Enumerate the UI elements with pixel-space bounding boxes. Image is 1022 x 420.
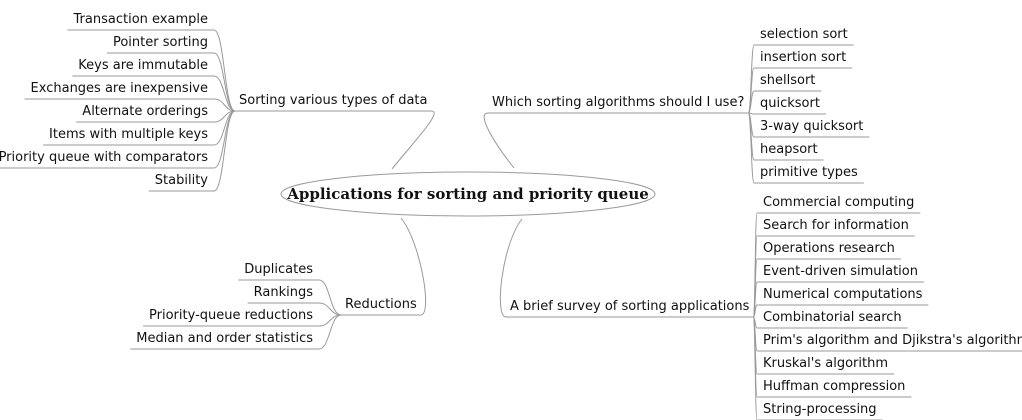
leaf-pointer-sorting[interactable]: Pointer sorting [112, 35, 208, 50]
branch-reductions-to-center [400, 217, 427, 316]
leaf-huffman-compression[interactable]: Huffman compression [763, 379, 906, 394]
leaf-search-information[interactable]: Search for information [763, 218, 909, 233]
leaf-combinatorial-search[interactable]: Combinatorial search [763, 310, 902, 325]
leaf-selection-sort[interactable]: selection sort [760, 27, 848, 42]
leaf-numerical-computations[interactable]: Numerical computations [763, 287, 923, 302]
leaf-primitive-types[interactable]: primitive types [760, 165, 858, 180]
leaf-event-driven-simulation[interactable]: Event-driven simulation [763, 264, 918, 279]
leaf-pointer-sorting-connector [213, 52, 236, 112]
central-node-outline [280, 171, 656, 217]
leaf-shellsort[interactable]: shellsort [760, 73, 816, 88]
leaf-operations-research[interactable]: Operations research [763, 241, 895, 256]
leaf-priority-queue-reductions[interactable]: Priority-queue reductions [149, 308, 313, 323]
branch-sorting-data[interactable]: Sorting various types of data [239, 93, 428, 108]
leaf-median-order-statistics[interactable]: Median and order statistics [136, 331, 313, 346]
leaf-heapsort[interactable]: heapsort [760, 142, 818, 157]
leaf-alternate-orderings[interactable]: Alternate orderings [82, 104, 208, 119]
leaf-rankings-connector [318, 302, 342, 316]
leaf-stability[interactable]: Stability [154, 173, 208, 188]
leaf-string-processing[interactable]: String-processing [763, 402, 877, 417]
leaf-transaction-example[interactable]: Transaction example [73, 12, 208, 27]
branch-sorting-data-to-center [391, 110, 435, 170]
leaf-primitive-types-connector [747, 112, 755, 184]
leaf-exchanges-inexpensive[interactable]: Exchanges are inexpensive [30, 81, 208, 96]
branch-which-algorithms-to-center [483, 112, 515, 169]
leaf-keys-immutable[interactable]: Keys are immutable [78, 58, 208, 73]
leaf-commercial-computing[interactable]: Commercial computing [763, 195, 915, 210]
leaf-shellsort-connector [747, 90, 755, 114]
leaf-priority-queue-comparators[interactable]: Priority queue with comparators [0, 150, 208, 165]
leaf-quicksort[interactable]: quicksort [760, 96, 820, 111]
leaf-stability-connector [213, 110, 236, 192]
leaf-keys-immutable-connector [213, 75, 236, 112]
leaf-duplicates[interactable]: Duplicates [244, 262, 313, 277]
leaf-insertion-sort[interactable]: insertion sort [760, 50, 847, 65]
leaf-3way-quicksort[interactable]: 3-way quicksort [760, 119, 864, 134]
leaf-transaction-example-connector [213, 29, 236, 112]
branch-reductions[interactable]: Reductions [345, 297, 417, 312]
leaf-median-order-statistics-connector [318, 314, 342, 350]
branch-survey-to-center [499, 218, 523, 318]
leaf-items-multiple-keys[interactable]: Items with multiple keys [49, 127, 208, 142]
branch-which-algorithms[interactable]: Which sorting algorithms should I use? [492, 95, 745, 110]
leaf-prim-djikstra[interactable]: Prim's algorithm and Djikstra's algorith… [763, 333, 1022, 348]
leaf-duplicates-connector [318, 279, 342, 316]
leaf-rankings[interactable]: Rankings [253, 285, 313, 300]
leaf-exchanges-inexpensive-connector [213, 98, 236, 112]
leaf-priority-queue-comparators-connector [213, 110, 236, 169]
branch-survey[interactable]: A brief survey of sorting applications [510, 299, 750, 314]
leaf-kruskal[interactable]: Kruskal's algorithm [763, 356, 888, 371]
central-topic[interactable]: Applications for sorting and priority qu… [287, 185, 649, 203]
leaf-string-processing-connector [752, 316, 758, 420]
